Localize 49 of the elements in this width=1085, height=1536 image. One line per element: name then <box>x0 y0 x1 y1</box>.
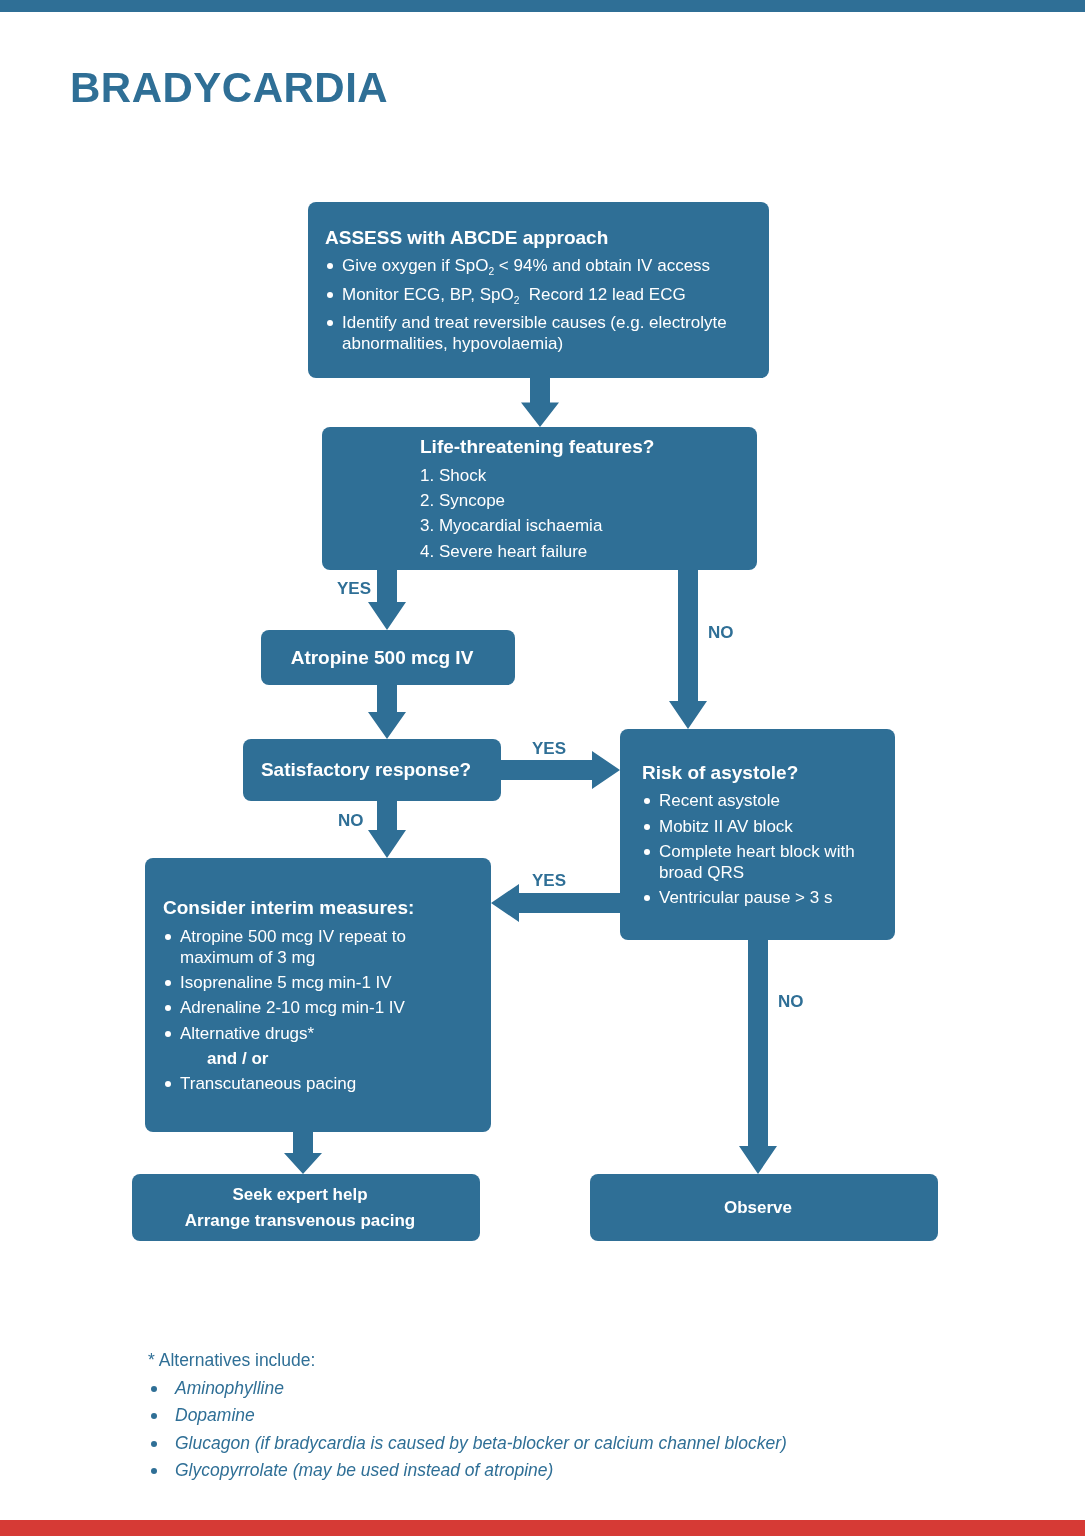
box-text: Ventricular pause > 3 s <box>642 887 833 909</box>
box-heading: Life-threatening features? <box>420 435 655 459</box>
box-text: Give oxygen if SpO$_{2}$ < 94% and obtain IV access <box>325 255 711 280</box>
footnote-item: Glucagon (if bradycardia is caused by beta-blocker or calcium channel blocker) <box>148 1432 787 1454</box>
footnote-item: Dopamine <box>148 1405 255 1426</box>
footnote-item: Aminophylline <box>148 1377 284 1399</box>
box-text: Observe <box>723 1196 792 1219</box>
arrow <box>501 751 620 789</box>
arrow <box>739 940 777 1174</box>
box-text: 4. Severe heart failure <box>420 540 588 562</box>
box-text: Atropine 500 mcg IV <box>290 645 474 670</box>
arrow <box>368 570 406 630</box>
process-box <box>590 1174 938 1241</box>
process-box <box>308 202 769 378</box>
box-text: Atropine 500 mcg IV repeat to maximum of 3 mg <box>163 925 479 968</box>
box-text: Adrenaline 2-10 mcg min-1 IV <box>163 997 405 1019</box>
box-text: Transcutaneous pacing <box>163 1073 357 1095</box>
process-box <box>243 739 501 801</box>
box-text: Satisfactory response? <box>260 758 472 782</box>
process-box <box>132 1174 480 1241</box>
title: BRADYCARDIA <box>70 64 389 112</box>
arrow <box>284 1132 322 1174</box>
box-text: Complete heart block with broad QRS <box>642 840 883 884</box>
arrow <box>521 378 559 427</box>
box-text: Recent asystole <box>642 790 780 812</box>
box-heading: Risk of asystole? <box>642 760 799 785</box>
arrow <box>669 570 707 729</box>
arrow <box>368 685 406 739</box>
box-text: Arrange transvenous pacing <box>184 1209 416 1231</box>
box-text: and / or <box>206 1047 269 1069</box>
box-text: Isoprenaline 5 mcg min-1 IV <box>163 972 392 994</box>
process-box <box>145 858 491 1132</box>
process-box <box>261 630 515 685</box>
footnote-item: Glycopyrrolate (may be used instead of atropine) <box>148 1460 554 1481</box>
arrow <box>368 801 406 858</box>
box-heading: Consider interim measures: <box>163 895 415 920</box>
box-text: 3. Myocardial ischaemia <box>420 515 603 537</box>
process-box <box>322 427 757 570</box>
box-text: Seek expert help <box>232 1184 368 1206</box>
arrow <box>491 884 620 922</box>
box-text: Mobitz II AV block <box>642 815 793 837</box>
box-text: Alternative drugs* <box>163 1022 315 1044</box>
box-text: Identify and treat reversible causes (e.g. electrolyte abnormalities, hypovolaemia) <box>325 311 757 355</box>
box-text: 1. Shock <box>420 464 487 487</box>
box-heading: ASSESS with ABCDE approach <box>325 225 609 250</box>
footnote-heading: * Alternatives include: <box>148 1350 316 1371</box>
box-text: 2. Syncope <box>420 490 506 512</box>
box-text: Monitor ECG, BP, SpO$_{2}$ Record 12 lead ECG <box>325 283 686 308</box>
process-box <box>620 729 895 940</box>
